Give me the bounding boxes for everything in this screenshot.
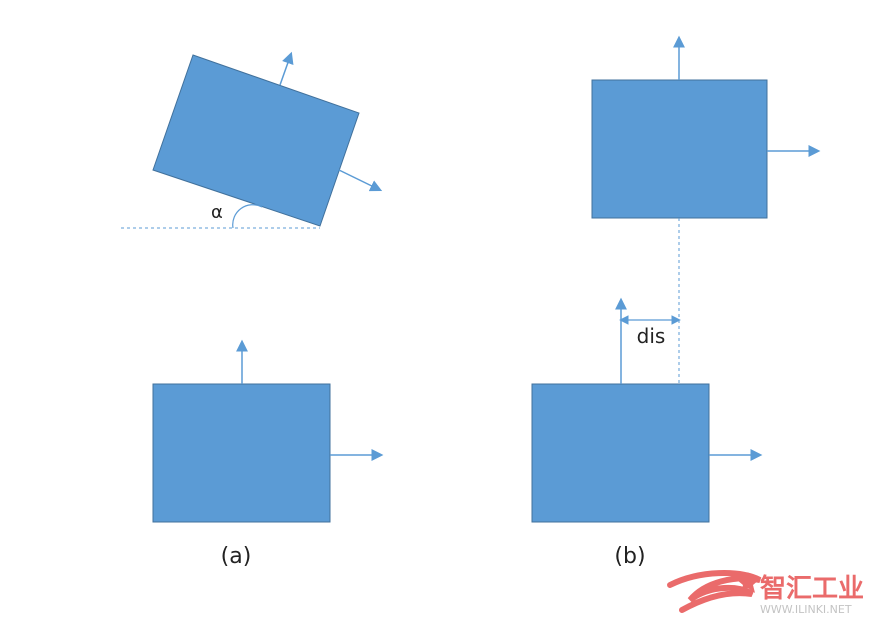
angle-label: α bbox=[211, 202, 223, 223]
box-b-top bbox=[591, 79, 768, 219]
watermark-brand-text: 智汇工业 bbox=[760, 574, 864, 604]
watermark-url-text: WWW.ILINKI.NET bbox=[760, 603, 852, 616]
rotated-normal-right-arrow bbox=[338, 169, 383, 192]
rotated-normal-up-arrow bbox=[279, 51, 294, 86]
caption-b: (b) bbox=[614, 544, 645, 569]
watermark-star-icon bbox=[737, 572, 759, 593]
angle-arc bbox=[232, 204, 263, 229]
rotated-box-a bbox=[152, 54, 360, 227]
box-a-bottom bbox=[152, 383, 331, 523]
box-b-bottom bbox=[531, 383, 710, 523]
watermark: 智汇工业 WWW.ILINKI.NET bbox=[667, 570, 864, 616]
watermark-swoosh-icon bbox=[667, 570, 762, 613]
distance-label: dis bbox=[637, 324, 666, 348]
caption-a: (a) bbox=[221, 544, 252, 569]
